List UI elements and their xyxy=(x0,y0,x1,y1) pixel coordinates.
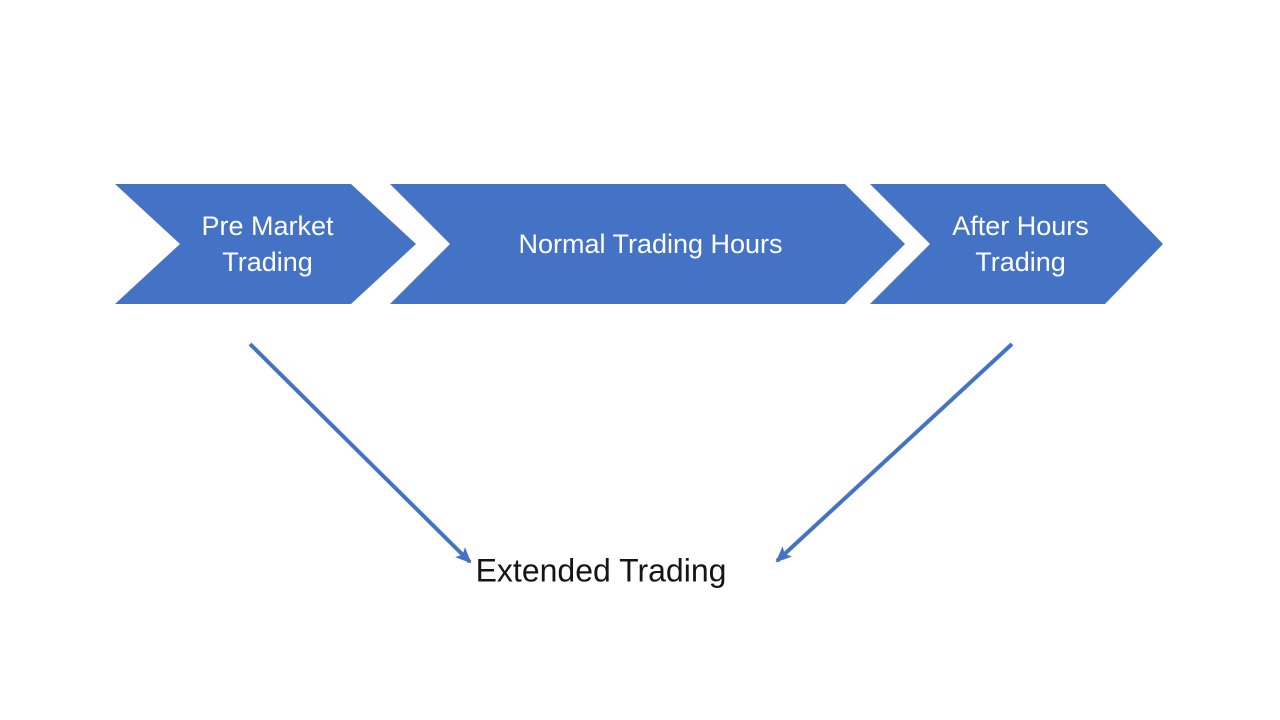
chevron-label-line: Trading xyxy=(222,247,313,277)
chevron-normal-trading-hours: Normal Trading Hours xyxy=(390,184,905,304)
chevron-label-line: Trading xyxy=(975,247,1066,277)
chevron-label-line: Normal Trading Hours xyxy=(518,229,783,259)
chevron-after-hours-trading: After Hours Trading xyxy=(870,184,1163,304)
chevron-pre-market-trading: Pre Market Trading xyxy=(115,184,416,304)
chevron-label-line: Pre Market xyxy=(201,211,334,241)
extended-trading-label: Extended Trading xyxy=(475,552,727,589)
chevron-label-line: After Hours xyxy=(952,211,1089,241)
arrow-pre-market-to-extended xyxy=(248,342,472,564)
arrow-after-hours-to-extended xyxy=(775,342,1014,563)
